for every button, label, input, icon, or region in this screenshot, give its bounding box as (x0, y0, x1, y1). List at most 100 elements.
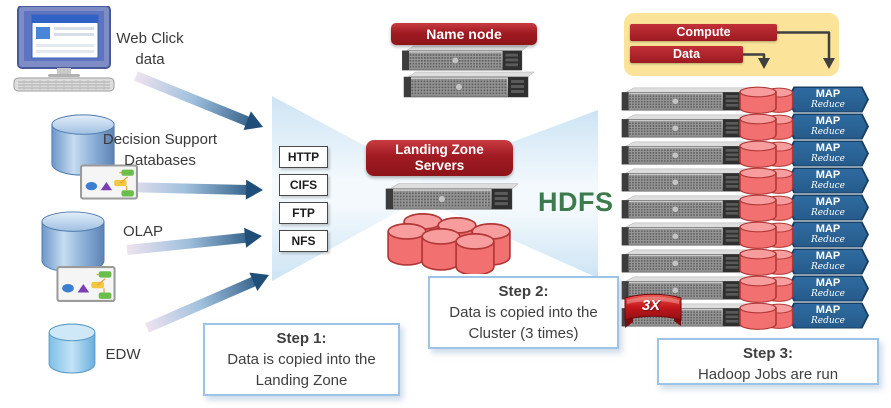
reduce-label: Reduce (810, 208, 846, 218)
map-reduce-badge-inner: MAP Reduce (789, 114, 867, 139)
map-label: MAP (815, 88, 841, 100)
data-disks-icon (739, 167, 794, 195)
map-reduce-badge-inner: MAP Reduce (789, 87, 867, 112)
map-reduce-badge: MAP Reduce (787, 248, 869, 275)
cluster-node-row: MAP Reduce (620, 221, 870, 249)
landing-zone-label-line1: Landing Zone (395, 142, 484, 157)
reduce-label: Reduce (810, 127, 846, 137)
ingest-arrow-webclick (134, 71, 263, 130)
server-icon (620, 168, 748, 193)
reduce-label: Reduce (810, 100, 846, 110)
web-click-label-line1: Web Click (116, 30, 184, 47)
data-disks-icon (739, 86, 794, 114)
map-reduce-badge-inner: MAP Reduce (789, 168, 867, 193)
decision-support-label: Decision Support Databases (90, 129, 230, 171)
cluster-node-row: MAP Reduce (620, 302, 870, 330)
protocol-http: HTTP (279, 146, 328, 168)
map-reduce-badge-inner: MAP Reduce (789, 222, 867, 247)
data-disks-icon (739, 275, 794, 303)
step1-box: Step 1: Data is copied into the Landing … (203, 323, 400, 396)
data-disks-icon (739, 140, 794, 168)
cluster-node-row: MAP Reduce (620, 167, 870, 195)
cluster-node-row: MAP Reduce (620, 140, 870, 168)
protocol-nfs: NFS (279, 230, 328, 252)
cluster-node-row: MAP Reduce (620, 275, 870, 303)
name-node-title: Name node (391, 23, 537, 45)
hadoop-cluster-stack: MAP Reduce MAP Reduce (620, 86, 870, 330)
hdfs-label: HDFS (538, 187, 614, 217)
map-reduce-badge: MAP Reduce (787, 86, 869, 113)
name-node-server-icon (398, 71, 538, 99)
map-reduce-badge-inner: MAP Reduce (789, 249, 867, 274)
map-label: MAP (815, 142, 841, 154)
cluster-node-row: MAP Reduce (620, 194, 870, 222)
ingest-arrow-edw (145, 272, 269, 333)
name-node-label: Name node (426, 26, 502, 42)
data-disks-icon (739, 194, 794, 222)
reduce-label: Reduce (810, 289, 846, 299)
protocol-ftp: FTP (279, 202, 328, 224)
cluster-node-row: MAP Reduce (620, 248, 870, 276)
reduce-label: Reduce (810, 181, 846, 191)
olap-chart-icon (56, 266, 116, 302)
map-label: MAP (815, 223, 841, 235)
data-disks-icon (739, 221, 794, 249)
edw-database-icon (46, 322, 98, 374)
landing-zone-label-line2: Servers (414, 158, 465, 173)
map-label: MAP (815, 196, 841, 208)
step2-line2: Cluster (3 times) (468, 325, 579, 342)
map-label: MAP (815, 115, 841, 127)
map-reduce-badge: MAP Reduce (787, 275, 869, 302)
map-reduce-badge: MAP Reduce (787, 167, 869, 194)
reduce-label: Reduce (810, 154, 846, 164)
dss-label-line1: Decision Support (102, 131, 218, 148)
step1-title: Step 1: (276, 330, 327, 347)
cluster-node-row: MAP Reduce (620, 86, 870, 114)
protocol-cifs: CIFS (279, 174, 328, 196)
data-disks-icon (739, 302, 794, 330)
olap-database-icon (36, 210, 110, 274)
step3-title: Step 3: (742, 345, 793, 362)
landing-zone-server-icon (384, 182, 518, 212)
ingest-arrow-dss (121, 179, 263, 200)
edw-label-line1: EDW (105, 346, 141, 363)
server-icon (620, 222, 748, 247)
step2-title: Step 2: (498, 283, 549, 300)
web-click-label-line2: data (135, 51, 165, 68)
map-reduce-badge: MAP Reduce (787, 140, 869, 167)
legend-compute-bar: Compute (630, 24, 777, 41)
reduce-label: Reduce (810, 316, 846, 326)
server-icon (620, 87, 748, 112)
legend-panel: Compute Data (624, 13, 839, 76)
map-label: MAP (815, 250, 841, 262)
map-reduce-badge-inner: MAP Reduce (789, 141, 867, 166)
step2-line1: Data is copied into the (449, 304, 598, 321)
map-reduce-badge-inner: MAP Reduce (789, 303, 867, 328)
step1-line2: Landing Zone (255, 372, 348, 389)
server-icon (620, 114, 748, 139)
replication-3x-ribbon: 3X (622, 291, 684, 333)
map-label: MAP (815, 277, 841, 289)
server-icon (620, 195, 748, 220)
olap-label: OLAP (108, 221, 178, 242)
map-reduce-badge-inner: MAP Reduce (789, 195, 867, 220)
step3-box: Step 3: Hadoop Jobs are run (657, 338, 879, 385)
data-disks-icon (739, 248, 794, 276)
legend-data-bar: Data (630, 46, 743, 63)
step1-line1: Data is copied into the (227, 351, 376, 368)
landing-zone-disks-icon (387, 213, 511, 274)
web-click-label: Web Click data (100, 28, 200, 70)
map-reduce-badge-inner: MAP Reduce (789, 276, 867, 301)
cluster-node-row: MAP Reduce (620, 113, 870, 141)
dss-label-line2: Databases (124, 152, 196, 169)
olap-label-line1: OLAP (122, 223, 164, 240)
reduce-label: Reduce (810, 262, 846, 272)
map-reduce-badge: MAP Reduce (787, 113, 869, 140)
map-label: MAP (815, 304, 841, 316)
landing-zone-title: Landing Zone Servers (366, 140, 513, 176)
name-node-server-icon (396, 45, 532, 72)
map-reduce-badge: MAP Reduce (787, 194, 869, 221)
data-disks-icon (739, 113, 794, 141)
map-reduce-badge: MAP Reduce (787, 221, 869, 248)
